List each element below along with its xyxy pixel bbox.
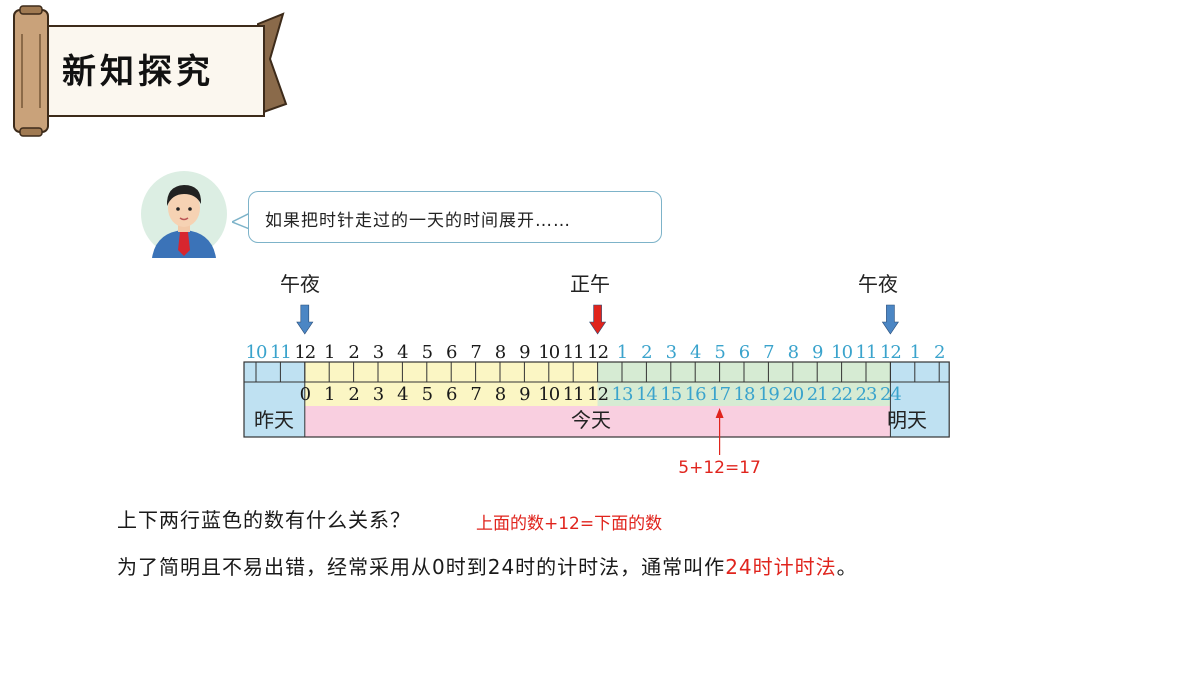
statement-after: 。 bbox=[836, 555, 858, 579]
top-hour-label: 6 bbox=[446, 342, 457, 363]
top-hour-label: 5 bbox=[714, 342, 725, 363]
annotation-arrow-head bbox=[715, 408, 724, 418]
top-hour-label: 7 bbox=[763, 342, 774, 363]
arrow-noon bbox=[589, 304, 607, 335]
top-hour-label: 8 bbox=[788, 342, 799, 363]
top-hour-label: 10 bbox=[246, 342, 267, 363]
bottom-hour-label: 19 bbox=[758, 384, 779, 405]
bottom-hour-label: 3 bbox=[373, 384, 384, 405]
timeline-border bbox=[243, 361, 950, 438]
top-hour-label: 12 bbox=[294, 342, 315, 363]
top-hour-label: 5 bbox=[422, 342, 433, 363]
band-yesterday bbox=[244, 362, 305, 437]
top-hour-label: 4 bbox=[690, 342, 701, 363]
bottom-hour-label: 9 bbox=[519, 384, 530, 405]
top-hour-label: 11 bbox=[563, 342, 584, 363]
statement-before: 为了简明且不易出错，经常采用从0时到24时的计时法，通常叫作 bbox=[117, 555, 726, 579]
top-hour-label: 1 bbox=[910, 342, 920, 363]
annotation-5-plus-12: 5+12=17 bbox=[678, 458, 761, 478]
top-hour-label: 6 bbox=[739, 342, 750, 363]
label-tomorrow: 明天 bbox=[887, 408, 927, 432]
top-hour-label: 10 bbox=[831, 342, 852, 363]
top-hour-label: 1 bbox=[324, 342, 334, 363]
top-hour-label: 2 bbox=[934, 342, 944, 363]
bottom-hour-label: 21 bbox=[807, 384, 828, 405]
top-hour-label: 7 bbox=[470, 342, 481, 363]
bottom-hour-label: 4 bbox=[397, 384, 408, 405]
bottom-hour-label: 1 bbox=[324, 384, 334, 405]
answer-text: 上面的数+12=下面的数 bbox=[476, 514, 663, 534]
label-today: 今天 bbox=[571, 408, 611, 432]
bottom-hour-label: 0 bbox=[300, 384, 311, 405]
statement: 为了简明且不易出错，经常采用从0时到24时的计时法，通常叫作24时计时法。 bbox=[117, 551, 858, 580]
top-hour-label: 1 bbox=[617, 342, 627, 363]
bottom-hour-label: 2 bbox=[348, 384, 358, 405]
bottom-hour-label: 11 bbox=[563, 384, 584, 405]
top-hour-label: 2 bbox=[348, 342, 358, 363]
arrow-midnight-left bbox=[296, 304, 314, 335]
speech-bubble: 如果把时针走过的一天的时间展开…… bbox=[248, 191, 662, 243]
arrow-midnight-right bbox=[881, 304, 899, 335]
page-title: 新知探究 bbox=[62, 52, 214, 92]
bottom-hour-label: 7 bbox=[470, 384, 481, 405]
bottom-hour-label: 23 bbox=[856, 384, 877, 405]
label-noon: 正午 bbox=[570, 272, 610, 296]
bottom-hour-label: 12 bbox=[587, 384, 608, 405]
bottom-hour-label: 15 bbox=[660, 384, 681, 405]
speech-text: 如果把时针走过的一天的时间展开…… bbox=[265, 211, 571, 231]
top-hour-label: 10 bbox=[538, 342, 559, 363]
statement-highlight: 24时计时法 bbox=[725, 555, 837, 579]
label-midnight-right: 午夜 bbox=[858, 272, 898, 296]
bottom-hour-label: 18 bbox=[734, 384, 755, 405]
bottom-hour-label: 16 bbox=[685, 384, 706, 405]
bottom-hour-label: 5 bbox=[422, 384, 433, 405]
bottom-hour-label: 24 bbox=[880, 384, 901, 405]
top-hour-label: 2 bbox=[641, 342, 651, 363]
label-yesterday: 昨天 bbox=[254, 408, 294, 432]
top-hour-label: 4 bbox=[397, 342, 408, 363]
bottom-hour-label: 17 bbox=[709, 384, 730, 405]
bottom-hour-label: 20 bbox=[782, 384, 803, 405]
top-hour-label: 11 bbox=[270, 342, 291, 363]
bottom-hour-label: 8 bbox=[495, 384, 506, 405]
top-hour-label: 12 bbox=[587, 342, 608, 363]
top-hour-label: 9 bbox=[519, 342, 530, 363]
label-midnight-left: 午夜 bbox=[280, 272, 320, 296]
top-hour-label: 9 bbox=[812, 342, 823, 363]
top-hour-label: 8 bbox=[495, 342, 506, 363]
bottom-hour-label: 22 bbox=[831, 384, 852, 405]
top-hour-label: 12 bbox=[880, 342, 901, 363]
title-banner bbox=[13, 5, 288, 137]
bottom-hour-label: 13 bbox=[612, 384, 633, 405]
student-avatar bbox=[141, 171, 227, 258]
top-hour-label: 3 bbox=[373, 342, 384, 363]
top-hour-label: 11 bbox=[856, 342, 877, 363]
bottom-hour-label: 6 bbox=[446, 384, 457, 405]
top-hour-label: 3 bbox=[666, 342, 677, 363]
bottom-hour-label: 10 bbox=[538, 384, 559, 405]
bottom-hour-label: 14 bbox=[636, 384, 657, 405]
question-text: 上下两行蓝色的数有什么关系？ bbox=[117, 508, 411, 532]
